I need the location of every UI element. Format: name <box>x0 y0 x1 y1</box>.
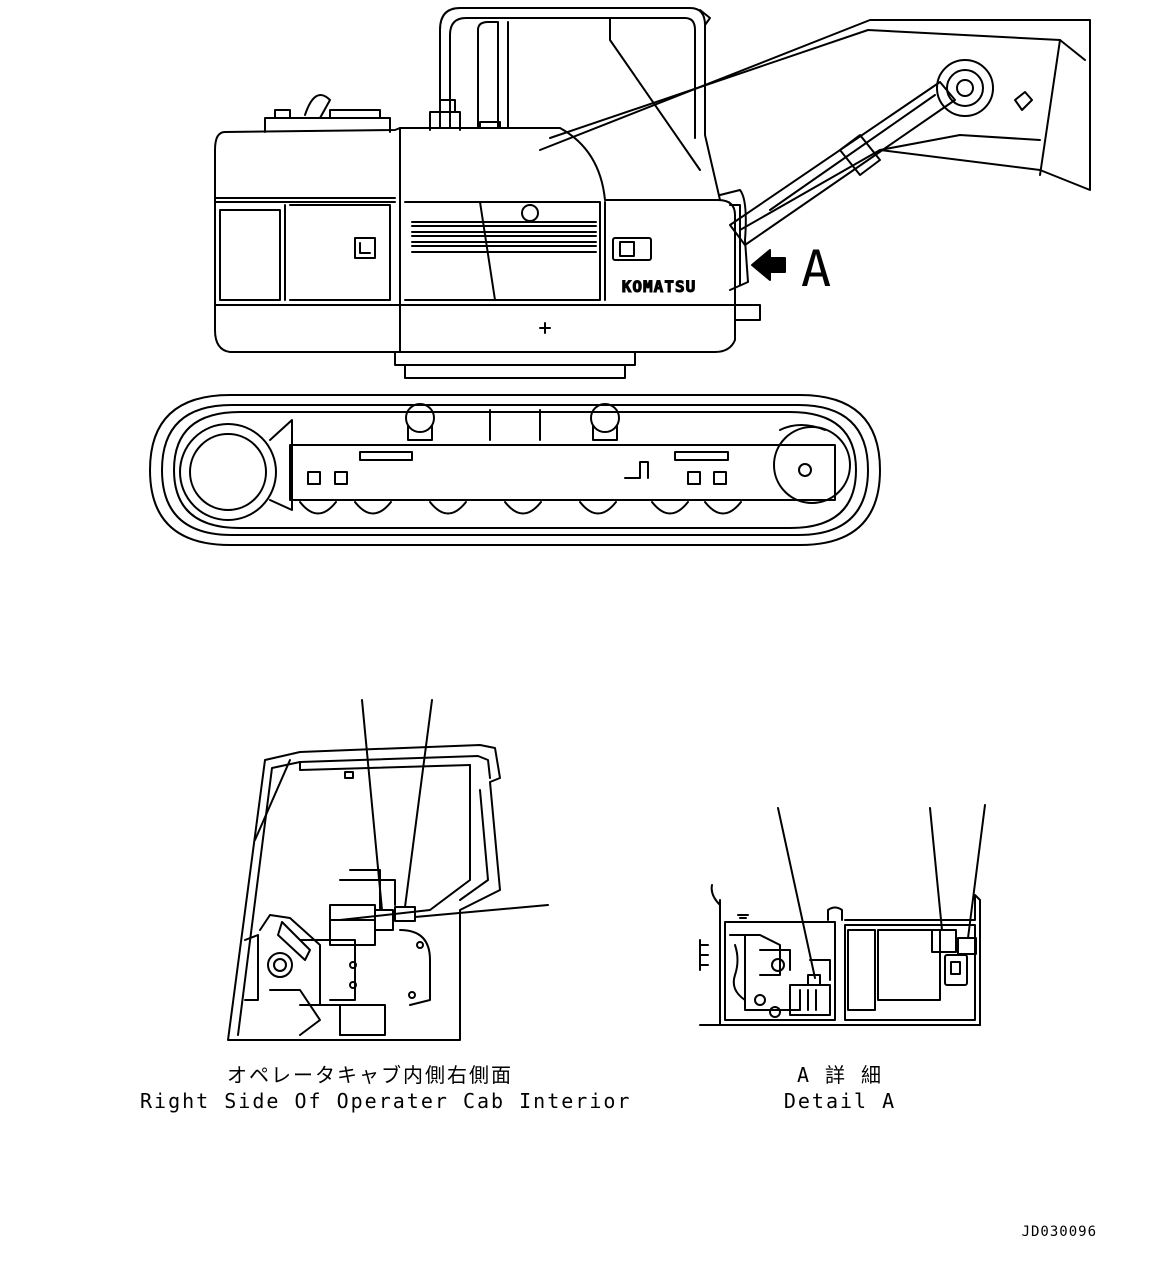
upper-structure <box>214 94 761 379</box>
detail-label-box-2 <box>957 937 977 955</box>
undercarriage <box>149 394 881 546</box>
caption-detail-a-english: Detail A <box>783 1089 897 1113</box>
excavator-side-view <box>149 7 1091 546</box>
leader-line-5 <box>929 807 943 931</box>
boom <box>539 19 1091 231</box>
leader-line-3 <box>414 904 549 918</box>
leader-line-2 <box>404 699 433 908</box>
boom-cylinder <box>729 81 956 246</box>
leader-line-6 <box>967 804 986 939</box>
caption-cab-interior: オペレータキャブ内側右側面 Right Side Of Operater Cab… <box>140 1062 632 1114</box>
cab <box>439 7 721 201</box>
caption-detail-a: A 詳 細 Detail A <box>740 1062 940 1114</box>
leader-line-1 <box>361 699 383 911</box>
cab-interior-view <box>227 699 549 1041</box>
view-marker-label: A <box>801 240 831 298</box>
caption-cab-interior-english: Right Side Of Operater Cab Interior <box>140 1089 632 1113</box>
label-box-1 <box>374 909 394 931</box>
caption-detail-a-japanese: A 詳 細 <box>796 1063 884 1087</box>
brand-label: KOMATSU <box>622 277 696 296</box>
leader-line-4 <box>777 807 816 979</box>
detail-label-box-1 <box>931 929 957 953</box>
detail-a-view <box>699 804 986 1026</box>
view-a-arrow <box>751 249 786 281</box>
drawing-code: JD030096 <box>1021 1224 1097 1240</box>
caption-cab-interior-japanese: オペレータキャブ内側右側面 <box>227 1063 513 1087</box>
